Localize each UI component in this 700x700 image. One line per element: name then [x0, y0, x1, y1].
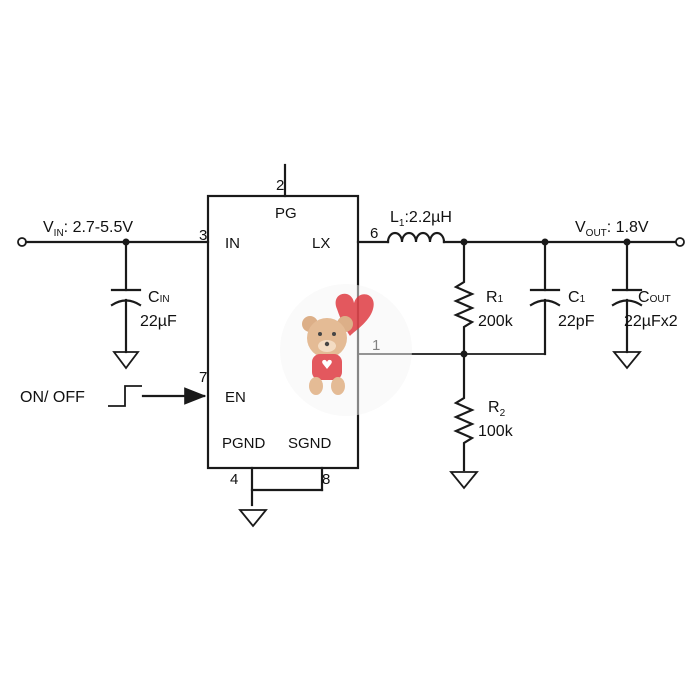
ic-ground-icon — [238, 509, 268, 528]
fb-pin-number: 1 — [372, 337, 380, 354]
cin-value: 22µF — [140, 313, 177, 330]
pgnd-pin-number: 4 — [230, 471, 238, 488]
c1-value: 22pF — [558, 313, 595, 330]
pgnd-pin-name: PGND — [222, 435, 266, 452]
r1-label: R1 — [486, 289, 504, 306]
lx-pin-name: LX — [312, 235, 330, 252]
pg-pin-name: PG — [275, 205, 297, 222]
vout-label: VOUT: 1.8V — [575, 219, 649, 239]
c1-label: C1 — [568, 289, 586, 306]
r1-value: 200k — [478, 313, 514, 330]
r2-ground-icon — [449, 471, 479, 490]
cin-ground-icon — [112, 351, 140, 370]
inductor-label: L1:2.2µH — [390, 209, 452, 229]
r2-value: 100k — [478, 423, 514, 440]
vin-terminal — [17, 237, 27, 247]
cout-label: COUT — [638, 289, 671, 306]
sgnd-pin-number: 8 — [322, 471, 330, 488]
enable-step-icon — [108, 385, 142, 407]
c1-capacitor — [529, 240, 561, 356]
cin-label: CIN — [148, 289, 170, 306]
sgnd-pin-name: SGND — [288, 435, 332, 452]
vout-terminal — [675, 237, 685, 247]
inductor-coil — [386, 231, 446, 244]
teddy-bear-watermark-icon — [280, 284, 412, 416]
ic-body — [206, 194, 360, 470]
cin-capacitor — [110, 240, 142, 354]
enable-label: ON/ OFF — [20, 389, 85, 406]
lx-pin-number: 6 — [370, 225, 378, 242]
cout-value: 22µFx2 — [624, 313, 678, 330]
cout-ground-icon — [612, 351, 642, 370]
vin-label: VIN: 2.7-5.5V — [43, 219, 133, 239]
r1-resistor — [453, 240, 475, 356]
r2-label: R2 — [488, 399, 506, 419]
in-pin-number: 3 — [199, 227, 207, 244]
en-pin-number: 7 — [199, 369, 207, 386]
cout-capacitor — [611, 240, 643, 354]
ground-pins-wire — [250, 466, 324, 507]
pg-pin-number: 2 — [276, 177, 284, 194]
in-pin-name: IN — [225, 235, 240, 252]
en-pin-name: EN — [225, 389, 246, 406]
r2-resistor — [453, 352, 475, 472]
